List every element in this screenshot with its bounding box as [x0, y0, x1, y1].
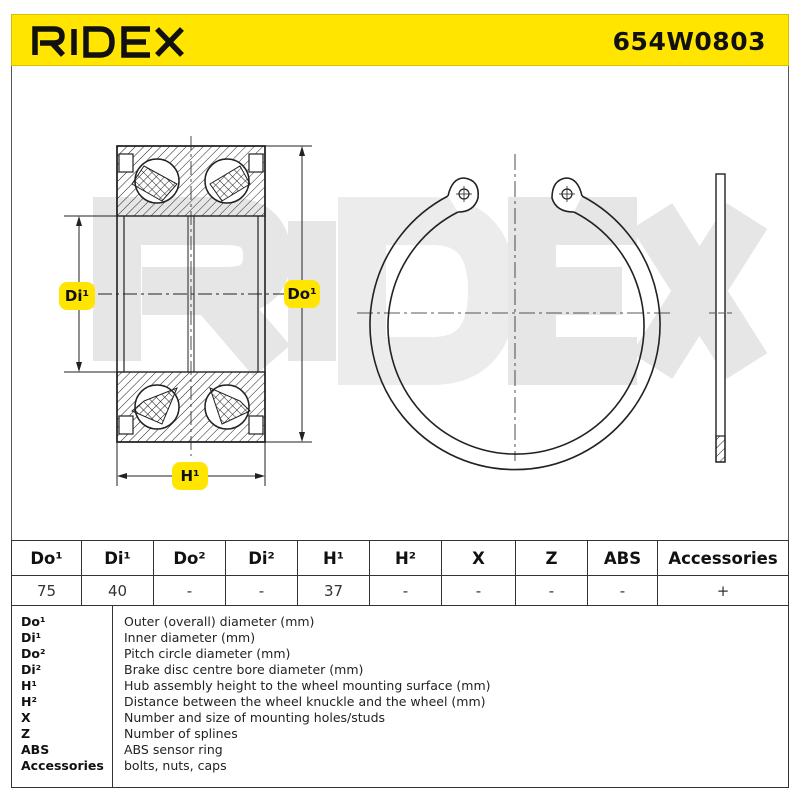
header-h2: H² — [369, 540, 442, 576]
legend-row: H¹ Hub assembly height to the wheel moun… — [12, 678, 788, 694]
legend-key: X — [21, 710, 31, 725]
value-abs: - — [587, 575, 658, 606]
specs-header-row: Do¹ Di¹ Do² Di² H¹ H² X Z ABS Accessorie… — [11, 540, 789, 576]
legend-key: Do² — [21, 646, 46, 661]
legend-description: Brake disc centre bore diameter (mm) — [124, 662, 364, 677]
legend-description: ABS sensor ring — [124, 742, 223, 757]
legend-row: Z Number of splines — [12, 726, 788, 742]
legend-key: Di² — [21, 662, 42, 677]
header-bar: 654W0803 — [11, 14, 789, 66]
legend-row: Accessories bolts, nuts, caps — [12, 758, 788, 774]
legend-description: Number of splines — [124, 726, 238, 741]
legend-row: Di² Brake disc centre bore diameter (mm) — [12, 662, 788, 678]
legend-row: X Number and size of mounting holes/stud… — [12, 710, 788, 726]
value-x: - — [441, 575, 516, 606]
part-number: 654W0803 — [612, 27, 766, 56]
do1-label: Do¹ — [284, 280, 320, 308]
header-di1: Di¹ — [81, 540, 154, 576]
technical-drawing: Di¹ Do¹ H¹ — [11, 66, 789, 540]
legend-key: H² — [21, 694, 37, 709]
value-h2: - — [369, 575, 442, 606]
legend-key: Accessories — [21, 758, 104, 773]
legend: Do¹ Outer (overall) diameter (mm) Di¹ In… — [11, 605, 789, 788]
legend-description: Distance between the wheel knuckle and t… — [124, 694, 486, 709]
specs-table: Do¹ Di¹ Do² Di² H¹ H² X Z ABS Accessorie… — [11, 540, 789, 606]
legend-row: Do² Pitch circle diameter (mm) — [12, 646, 788, 662]
specs-value-row: 75 40 - - 37 - - - - + — [11, 575, 789, 606]
legend-row: Do¹ Outer (overall) diameter (mm) — [12, 614, 788, 630]
watermark-ridex — [93, 197, 768, 385]
ridex-logo — [32, 21, 202, 66]
legend-key: ABS — [21, 742, 50, 757]
legend-description: Pitch circle diameter (mm) — [124, 646, 291, 661]
header-do1: Do¹ — [11, 540, 82, 576]
legend-description: Number and size of mounting holes/studs — [124, 710, 386, 725]
legend-key: Do¹ — [21, 614, 46, 629]
header-x: X — [441, 540, 516, 576]
legend-description: Inner diameter (mm) — [124, 630, 256, 645]
legend-divider — [112, 605, 113, 787]
bearing-drawing — [64, 136, 768, 486]
legend-description: Hub assembly height to the wheel mountin… — [124, 678, 491, 693]
header-do2: Do² — [153, 540, 226, 576]
value-accessories: + — [657, 575, 789, 606]
header-di2: Di² — [225, 540, 298, 576]
ridex-logo-graphic — [32, 26, 184, 58]
value-di2: - — [225, 575, 298, 606]
value-z: - — [515, 575, 588, 606]
header-accessories: Accessories — [657, 540, 789, 576]
legend-row: H² Distance between the wheel knuckle an… — [12, 694, 788, 710]
legend-description: bolts, nuts, caps — [124, 758, 227, 773]
header-z: Z — [515, 540, 588, 576]
legend-key: Di¹ — [21, 630, 42, 645]
value-do1: 75 — [11, 575, 82, 606]
legend-row: ABS ABS sensor ring — [12, 742, 788, 758]
value-do2: - — [153, 575, 226, 606]
legend-key: Z — [21, 726, 31, 741]
bearing-section — [98, 136, 284, 456]
di1-label: Di¹ — [59, 282, 95, 310]
value-di1: 40 — [81, 575, 154, 606]
value-h1: 37 — [297, 575, 370, 606]
legend-description: Outer (overall) diameter (mm) — [124, 614, 315, 629]
circlip-drawing — [357, 154, 672, 471]
circlip-side-view — [709, 173, 732, 463]
legend-key: H¹ — [21, 678, 37, 693]
legend-row: Di¹ Inner diameter (mm) — [12, 630, 788, 646]
header-h1: H¹ — [297, 540, 370, 576]
h1-label: H¹ — [172, 462, 208, 490]
header-abs: ABS — [587, 540, 658, 576]
